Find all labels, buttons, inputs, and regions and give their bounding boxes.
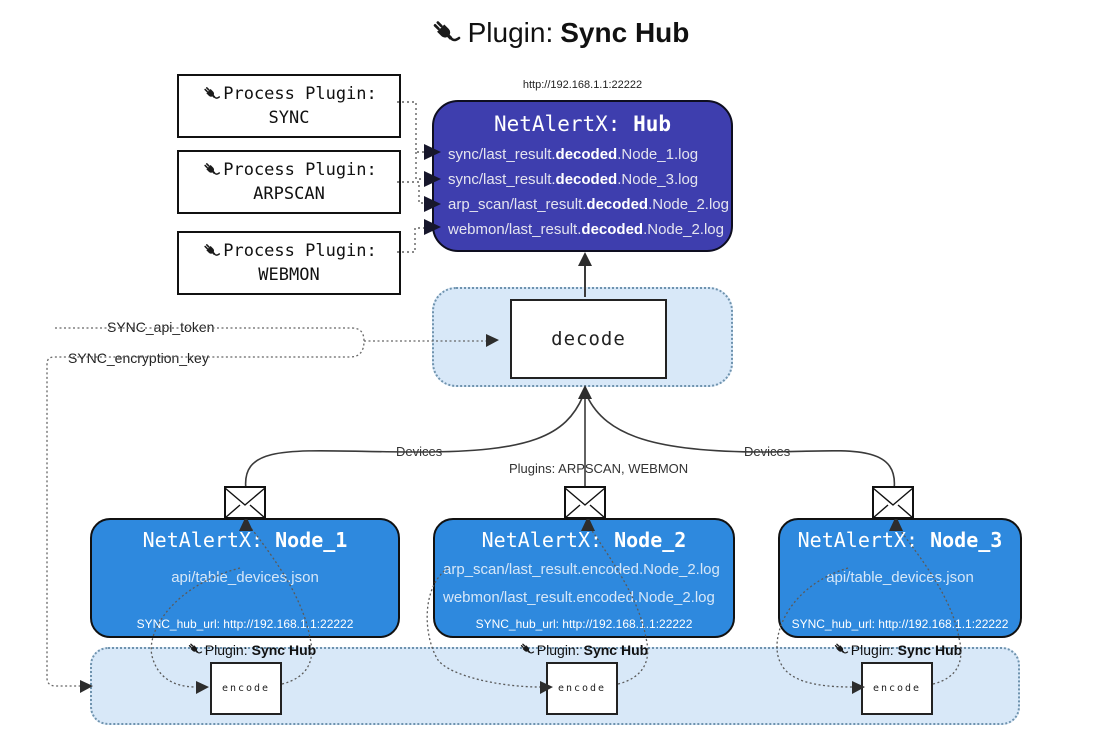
process-plugin-sync: Process Plugin: SYNC <box>177 74 401 138</box>
node-3-box: NetAlertX: Node_3 api/table_devices.json… <box>778 518 1022 638</box>
envelope-icon <box>224 486 266 519</box>
sync-encryption-key-label: SYNC_encryption_key <box>64 350 213 366</box>
hub-title: NetAlertX: Hub <box>434 112 731 136</box>
log-pre: arp_scan/last_result. <box>448 196 587 213</box>
hub-box: NetAlertX: Hub sync/last_result.decoded.… <box>432 100 733 252</box>
process-plugin-sync-label: Process Plugin: <box>201 82 377 106</box>
encoder-label-bold: Sync Hub <box>251 641 317 658</box>
plug-icon <box>201 241 221 261</box>
plugins-center-label: Plugins: ARPSCAN, WEBMON <box>509 461 689 476</box>
log-post: .Node_2.log <box>643 221 724 238</box>
plug-icon <box>428 16 462 50</box>
node-hub-url: SYNC_hub_url: http://192.168.1.1:22222 <box>475 617 693 631</box>
process-plugin-name: ARPSCAN <box>253 184 325 204</box>
encoder-label-2: Plugin: Sync Hub <box>498 641 668 658</box>
decode-panel: decode <box>432 287 733 387</box>
plug-icon <box>201 84 221 104</box>
log-post: .Node_3.log <box>617 171 699 188</box>
plug-icon <box>832 641 849 658</box>
log-bold: decoded <box>581 221 644 238</box>
envelope-icons <box>224 486 914 519</box>
log-pre: sync/last_result. <box>448 171 556 188</box>
decode-box: decode <box>510 299 667 379</box>
node-hub-url: SYNC_hub_url: http://192.168.1.1:22222 <box>791 617 1009 631</box>
hub-log-list: sync/last_result.decoded.Node_1.log sync… <box>434 142 731 242</box>
encoder-label-prefix: Plugin: <box>850 641 894 658</box>
process-plugin-label: Process Plugin: <box>223 241 377 261</box>
node-file-list: api/table_devices.json <box>92 564 398 592</box>
encoder-label-prefix: Plugin: <box>536 641 580 658</box>
process-plugin-label: Process Plugin: <box>223 84 377 104</box>
encode-box-2: encode <box>546 662 618 715</box>
log-post: .Node_1.log <box>617 146 699 163</box>
node-title-bold: Node_3 <box>930 528 1003 552</box>
hub-log-line: sync/last_result.decoded.Node_3.log <box>448 167 731 192</box>
node-title-bold: Node_1 <box>275 528 348 552</box>
hub-log-line: sync/last_result.decoded.Node_1.log <box>448 142 731 167</box>
node-file: webmon/last_result.encoded.Node_2.log <box>443 589 715 606</box>
title-bold: Sync Hub <box>560 17 690 48</box>
log-bold: decoded <box>586 196 649 213</box>
node-1-box: NetAlertX: Node_1 api/table_devices.json… <box>90 518 400 638</box>
node-title-prefix: NetAlertX: <box>797 528 931 552</box>
process-plugin-name: SYNC <box>268 108 310 128</box>
process-plugin-name: WEBMON <box>258 265 320 285</box>
node-title-prefix: NetAlertX: <box>481 528 615 552</box>
log-pre: webmon/last_result. <box>448 221 582 238</box>
log-pre: sync/last_result. <box>448 146 556 163</box>
hub-title-bold: Hub <box>633 112 671 136</box>
node-2-box: NetAlertX: Node_2 arp_scan/last_result.e… <box>433 518 735 638</box>
title-prefix: Plugin: <box>467 17 554 48</box>
log-post: .Node_2.log <box>648 196 729 213</box>
encoder-label-bold: Sync Hub <box>897 641 963 658</box>
sync-api-token-label: SYNC_api_token <box>103 319 219 335</box>
node-file: arp_scan/last_result.encoded.Node_2.log <box>443 561 720 578</box>
plug-icon <box>518 641 535 658</box>
encode-box-3: encode <box>861 662 933 715</box>
devices-right-label: Devices <box>740 444 795 459</box>
node-title: NetAlertX: Node_1 <box>92 528 398 552</box>
encode-box-1: encode <box>210 662 282 715</box>
node-file: api/table_devices.json <box>171 569 319 586</box>
node-title: NetAlertX: Node_2 <box>435 528 733 552</box>
hub-url: http://192.168.1.1:22222 <box>522 79 643 91</box>
page-title: Plugin: Sync Hub <box>0 16 1117 50</box>
node-hub-url: SYNC_hub_url: http://192.168.1.1:22222 <box>136 617 354 631</box>
process-plugin-arpscan: Process Plugin: ARPSCAN <box>177 150 401 214</box>
plugin-to-hub-connectors <box>397 101 426 253</box>
node-title: NetAlertX: Node_3 <box>780 528 1020 552</box>
process-plugin-webmon-label: Process Plugin: <box>201 239 377 263</box>
node-title-prefix: NetAlertX: <box>142 528 276 552</box>
node-file-list: api/table_devices.json <box>780 564 1020 592</box>
node-file: api/table_devices.json <box>826 569 974 586</box>
hub-log-line: webmon/last_result.decoded.Node_2.log <box>448 217 731 242</box>
encoder-label-bold: Sync Hub <box>583 641 649 658</box>
encoder-label-prefix: Plugin: <box>204 641 248 658</box>
node-title-bold: Node_2 <box>614 528 687 552</box>
process-plugin-arpscan-label: Process Plugin: <box>201 158 377 182</box>
log-bold: decoded <box>555 171 618 188</box>
hub-log-line: arp_scan/last_result.decoded.Node_2.log <box>448 192 731 217</box>
envelope-icon <box>564 486 606 519</box>
process-plugin-webmon: Process Plugin: WEBMON <box>177 231 401 295</box>
encoder-label-1: Plugin: Sync Hub <box>166 641 336 658</box>
devices-left-label: Devices <box>392 444 447 459</box>
node-file-list: arp_scan/last_result.encoded.Node_2.log … <box>435 556 733 612</box>
log-bold: decoded <box>555 146 618 163</box>
plug-icon <box>186 641 203 658</box>
envelope-icon <box>872 486 914 519</box>
hub-title-prefix: NetAlertX: <box>493 112 634 136</box>
plug-icon <box>201 160 221 180</box>
process-plugin-label: Process Plugin: <box>223 160 377 180</box>
into-decode-arrowhead <box>578 385 592 399</box>
encoder-label-3: Plugin: Sync Hub <box>812 641 982 658</box>
